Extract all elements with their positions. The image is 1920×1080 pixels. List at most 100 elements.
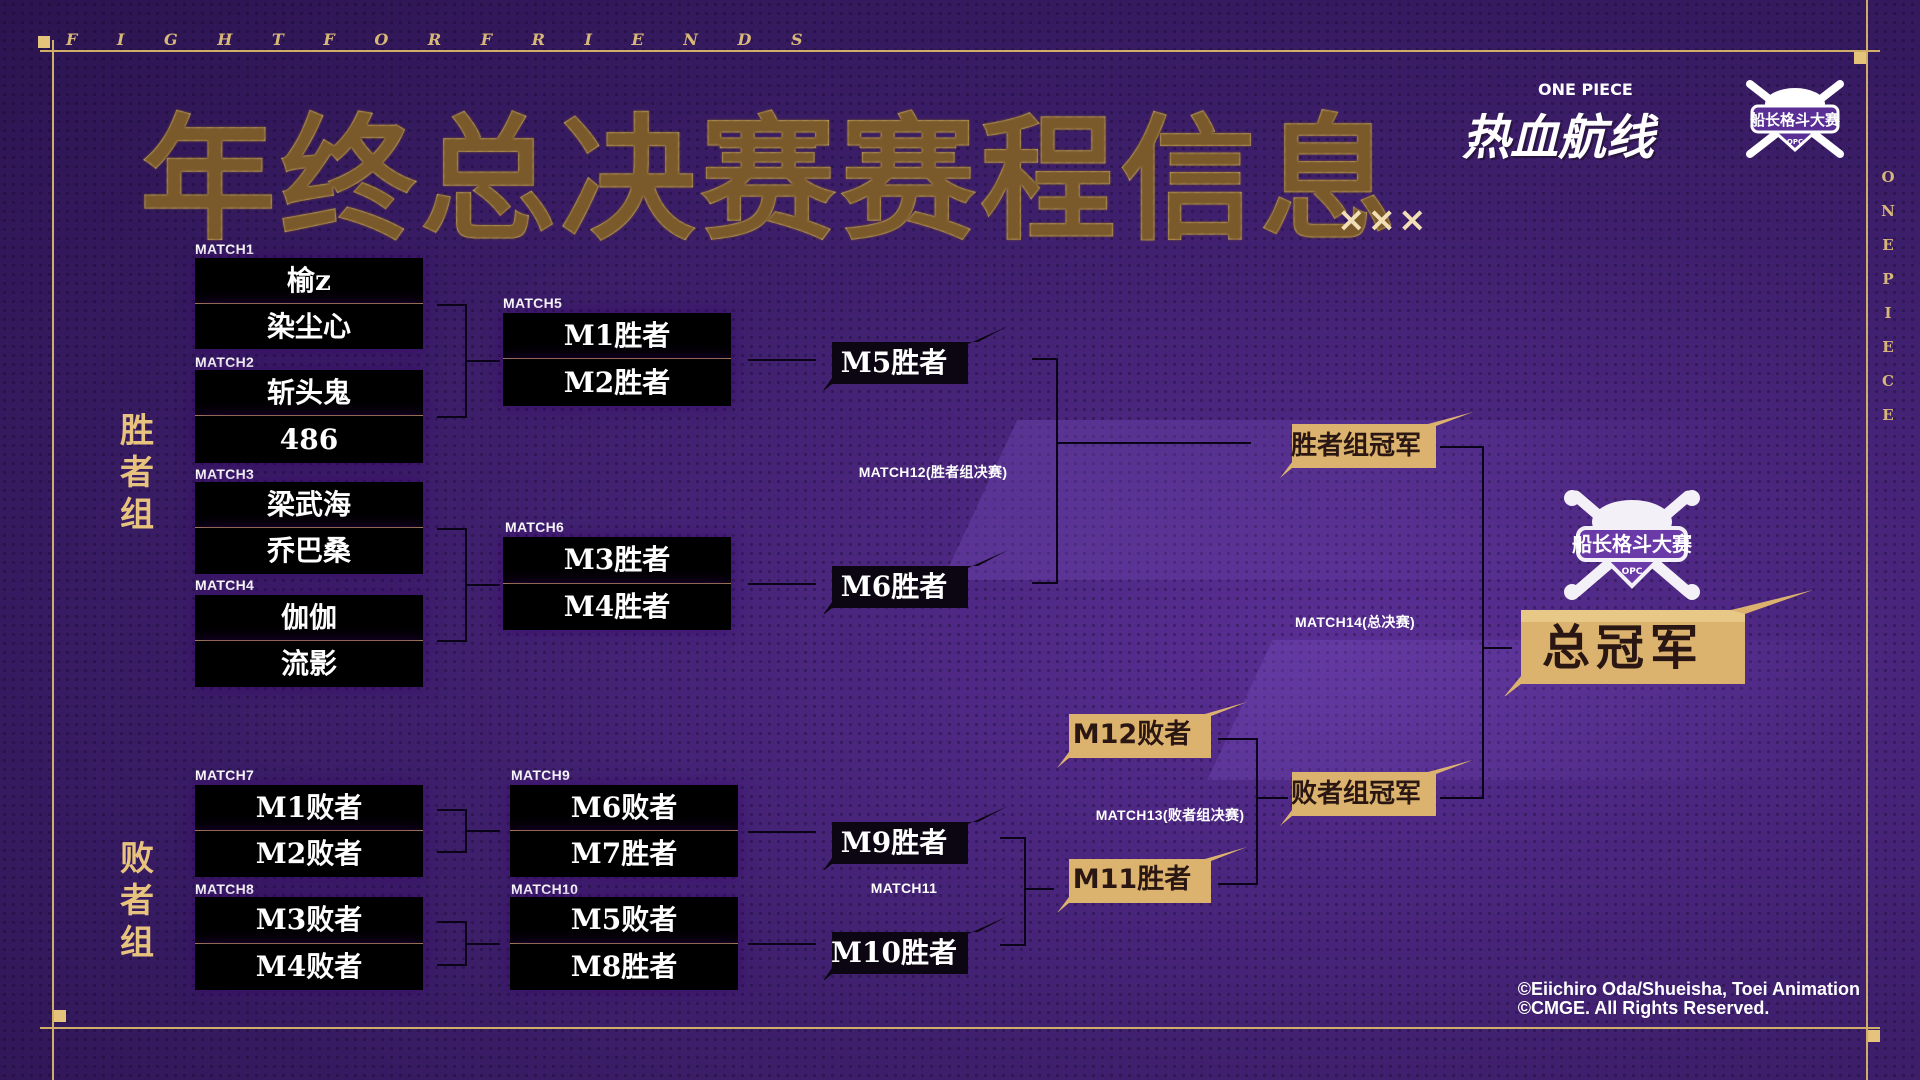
match-label: MATCH10 — [511, 881, 579, 897]
losers-champion-tag: 败者组冠军 — [1278, 758, 1478, 830]
svg-text:船长格斗大赛: 船长格斗大赛 — [1572, 532, 1693, 556]
match4-slot-2: 流影 — [195, 641, 423, 687]
connector-line — [437, 964, 467, 966]
match5-winner-box: M5胜者 — [818, 322, 1010, 390]
connector-line — [1032, 358, 1058, 360]
match13-label: MATCH13(败者组决赛) — [1095, 807, 1245, 823]
match5-slot-2: M2胜者 — [503, 359, 731, 406]
game-logo-small: ONE PIECE — [1538, 80, 1633, 99]
connector-line — [1024, 888, 1054, 890]
winners-champion-tag: 胜者组冠军 — [1278, 410, 1478, 482]
connector-line — [437, 921, 467, 923]
game-logo-name: 热血航线 — [1462, 110, 1655, 166]
connector-line — [437, 416, 467, 418]
connector-line — [437, 640, 467, 642]
connector-line — [1440, 446, 1484, 448]
skull-crossbones-icon: 船长格斗大赛 OPC — [1746, 80, 1844, 158]
match8-slot-2: M4败者 — [195, 944, 423, 990]
frame-top — [40, 50, 1880, 52]
frame-bottom — [40, 1027, 1880, 1029]
connector-line — [465, 943, 500, 945]
match-label: MATCH5 — [503, 295, 563, 311]
match6-winner-box: M6胜者 — [818, 546, 1010, 614]
connector-line — [1032, 582, 1058, 584]
match1-slot-2: 染尘心 — [195, 304, 423, 349]
match-label: MATCH7 — [195, 767, 255, 783]
match8-slot-1: M3败者 — [195, 897, 423, 944]
connector-line — [1056, 442, 1251, 444]
event-badge-large: 船长格斗大赛 OPC — [1562, 486, 1702, 604]
match-label: MATCH1 — [195, 241, 255, 257]
connector-line — [1256, 797, 1288, 799]
copyright-notice: ©Eiichiro Oda/Shueisha, Toei Animation ©… — [1517, 979, 1860, 1018]
svg-text:船长格斗大赛: 船长格斗大赛 — [1750, 111, 1841, 129]
connector-line — [1056, 358, 1058, 584]
match9-slot-1: M6败者 — [510, 785, 738, 831]
match10-slot-2: M8胜者 — [510, 944, 738, 990]
svg-text:OPC: OPC — [1622, 567, 1643, 577]
svg-text:OPC: OPC — [1787, 138, 1803, 146]
match-label: MATCH6 — [505, 519, 565, 535]
connector-line — [1000, 837, 1026, 839]
corner-square — [1854, 52, 1866, 64]
match9-winner-box: M9胜者 — [818, 802, 1010, 870]
connector-line — [465, 584, 500, 586]
connector-line — [1218, 738, 1258, 740]
match12-loser-tag: M12败者 — [1055, 700, 1251, 770]
connector-line — [1440, 797, 1484, 799]
match10-winner-box: M10胜者 — [818, 912, 1010, 980]
grand-champion-tag: 总冠军 — [1495, 588, 1815, 696]
connector-line — [437, 851, 467, 853]
match7-slot-1: M1败者 — [195, 785, 423, 831]
skull-crossbones-icon: 船长格斗大赛 OPC — [1564, 490, 1700, 600]
match1-slot-1: 榆z — [195, 258, 423, 304]
connector-line — [1482, 647, 1512, 649]
match-label: MATCH3 — [195, 466, 255, 482]
winners-group-label: 胜者组 — [120, 411, 154, 535]
connector-line — [1000, 944, 1026, 946]
corner-square — [54, 1010, 66, 1022]
match-label: MATCH2 — [195, 354, 255, 370]
match3-slot-2: 乔巴桑 — [195, 528, 423, 574]
game-logo: ONE PIECE 热血航线 — [1462, 80, 1682, 170]
connector-line — [748, 943, 816, 945]
connector-line — [1218, 883, 1258, 885]
corner-square — [1868, 1030, 1880, 1042]
match9-slot-2: M7胜者 — [510, 831, 738, 877]
connector-line — [437, 304, 467, 306]
match2-slot-1: 斩头鬼 — [195, 370, 423, 416]
match4-slot-1: 伽伽 — [195, 595, 423, 641]
connector-line — [1482, 446, 1484, 799]
connector-line — [748, 583, 816, 585]
match6-slot-2: M4胜者 — [503, 584, 731, 630]
match6-slot-1: M3胜者 — [503, 537, 731, 584]
match7-slot-2: M2败者 — [195, 831, 423, 877]
match2-slot-2: 486 — [195, 416, 423, 463]
match-label: MATCH8 — [195, 881, 255, 897]
connector-line — [748, 359, 816, 361]
match-label: MATCH9 — [511, 767, 571, 783]
match-label: MATCH4 — [195, 577, 255, 593]
losers-group-label: 败者组 — [120, 839, 154, 963]
frame-right — [1866, 0, 1868, 1080]
frame-left — [52, 40, 54, 1080]
match5-slot-1: M1胜者 — [503, 313, 731, 359]
connector-line — [1256, 738, 1258, 885]
connector-line — [748, 831, 816, 833]
connector-line — [465, 830, 500, 832]
tagline: F I G H T F O R F R I E N D S — [66, 30, 820, 49]
match10-slot-1: M5败者 — [510, 897, 738, 944]
match11-winner-tag: M11胜者 — [1055, 845, 1251, 915]
connector-line — [465, 360, 500, 362]
title-decoration: ××× — [1337, 200, 1429, 240]
event-badge-small: 船长格斗大赛 OPC — [1740, 74, 1850, 164]
corner-square — [38, 36, 50, 48]
connector-line — [437, 528, 467, 530]
match3-slot-1: 梁武海 — [195, 482, 423, 528]
page-title: 年终总决赛赛程信息 — [140, 70, 1400, 267]
match11-label: MATCH11 — [870, 880, 938, 896]
match12-label: MATCH12(胜者组决赛) — [858, 464, 1008, 480]
connector-line — [437, 809, 467, 811]
connector-line — [1024, 837, 1026, 946]
